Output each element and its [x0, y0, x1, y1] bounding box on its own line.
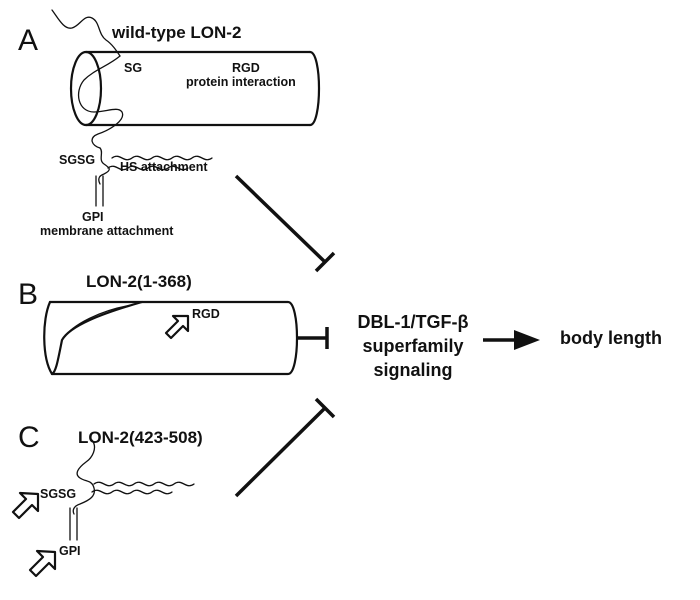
- panel-c-gpi-label: GPI: [59, 544, 81, 558]
- panel-c-title: LON-2(423-508): [78, 428, 203, 447]
- signaling-node: DBL-1/TGF-β superfamily signaling: [358, 312, 469, 380]
- truncated-face-highlight: [61, 304, 133, 341]
- panel-c-sgsg-arrow-icon: [11, 491, 40, 520]
- panel-a-sg-label: SG: [124, 61, 142, 75]
- panel-c-gpi-arrow-icon: [28, 549, 57, 578]
- truncated-cylinder-face: [43, 300, 144, 376]
- cylinder-left-face: [69, 50, 103, 127]
- panel-c-gpi-anchor: [69, 507, 78, 541]
- cylinder-right-cap: [308, 50, 321, 127]
- hs-chain-upper: [111, 155, 213, 161]
- activation-arrowhead-icon: [514, 330, 540, 350]
- panel-a: A wild-type LON-2 SG RGD protein interac…: [18, 9, 336, 273]
- panel-c-sgsg-label: SGSG: [40, 487, 76, 501]
- chain-to-gpi: [98, 147, 110, 185]
- panel-a-letter: A: [18, 24, 38, 57]
- panel-b-title: LON-2(1-368): [86, 272, 192, 291]
- chain-loop: [77, 55, 124, 149]
- panel-c: C LON-2(423-508) SGSG GPI: [11, 397, 336, 578]
- inhibition-line-c: [234, 406, 327, 498]
- panel-b-letter: B: [18, 278, 38, 311]
- truncated-cylinder: [43, 300, 299, 376]
- panel-a-sgsg-label: SGSG: [59, 153, 95, 167]
- panel-a-gpi-label: GPI: [82, 210, 104, 224]
- body-length-label: body length: [560, 328, 662, 348]
- panel-a-rgd-label: RGD: [232, 61, 260, 75]
- panel-a-membrane-attachment-label: membrane attachment: [40, 224, 174, 238]
- n-terminal-tail: [51, 9, 121, 57]
- gpi-anchor: [95, 175, 104, 207]
- hs-chain-lower: [107, 165, 189, 171]
- panel-b: B LON-2(1-368) RGD: [18, 272, 329, 376]
- inhibition-bar-a: [314, 251, 336, 273]
- truncated-cylinder-body: [48, 300, 299, 376]
- activation-arrow: [483, 330, 540, 350]
- wild-type-cylinder: [69, 50, 321, 149]
- panel-c-hs-chain-lower: [91, 489, 173, 495]
- panel-b-rgd-label: RGD: [192, 307, 220, 321]
- panel-c-chain: [72, 439, 96, 515]
- panel-b-rgd-arrow-icon: [164, 314, 190, 340]
- signaling-line-2: superfamily: [362, 336, 463, 356]
- panel-a-title: wild-type LON-2: [111, 23, 241, 42]
- panel-c-hs-chain-upper: [93, 481, 195, 487]
- panel-c-letter: C: [18, 421, 40, 454]
- inhibition-line-a: [234, 174, 327, 264]
- panel-a-hs-attachment-label: HS attachment: [120, 160, 208, 174]
- cylinder-sides: [84, 50, 312, 127]
- signaling-line-3: signaling: [373, 360, 452, 380]
- panel-a-protein-interaction-label: protein interaction: [186, 75, 296, 89]
- inhibition-bar-c: [314, 397, 336, 419]
- signaling-line-1: DBL-1/TGF-β: [358, 312, 469, 332]
